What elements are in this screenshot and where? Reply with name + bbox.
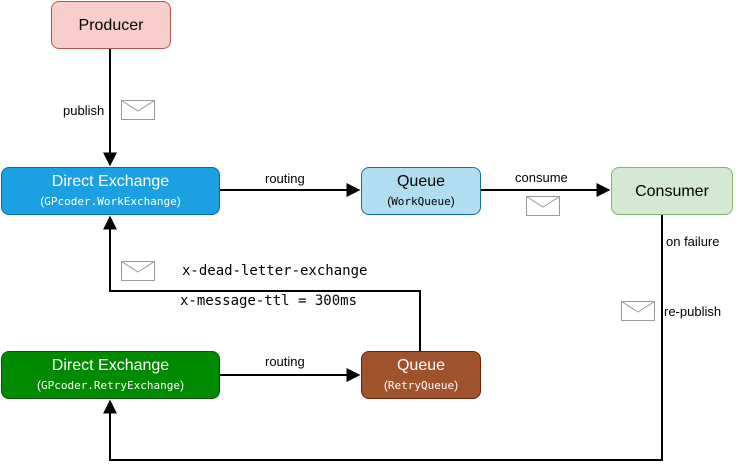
work-exchange-subtitle: (GPcoder.WorkExchange): [40, 193, 180, 210]
producer-node[interactable]: Producer: [51, 1, 171, 49]
dead-letter-label: x-dead-letter-exchange: [182, 263, 368, 279]
retry-queue-paren-open: (: [383, 378, 388, 392]
retry-exchange-subtitle: (GPcoder.RetryExchange): [37, 377, 184, 394]
routing-bottom-label: routing: [265, 354, 305, 369]
edge-dead-letter: [103, 215, 421, 351]
ttl-label: x-message-ttl = 300ms: [180, 293, 358, 309]
work-exchange-title: Direct Exchange: [51, 173, 170, 190]
envelope-icon: [526, 196, 560, 216]
retry-queue-code: RetryQueue: [387, 379, 455, 392]
producer-title: Producer: [78, 16, 144, 34]
work-queue-paren-open: (: [387, 194, 392, 208]
work-exchange-code: GPcoder.WorkExchange: [44, 195, 177, 208]
retry-exchange-title: Direct Exchange: [51, 357, 170, 374]
work-queue-title: Queue: [396, 173, 446, 190]
work-exchange-node[interactable]: Direct Exchange (GPcoder.WorkExchange): [1, 167, 220, 215]
retry-exchange-paren-open: (: [36, 378, 41, 392]
work-queue-node[interactable]: Queue (WorkQueue): [361, 167, 481, 215]
re-publish-label: re-publish: [664, 304, 722, 319]
retry-queue-paren-close: ): [454, 378, 459, 392]
retry-queue-node[interactable]: Queue (RetryQueue): [361, 351, 481, 399]
retry-queue-title: Queue: [396, 357, 446, 374]
work-exchange-paren-open: (: [40, 194, 45, 208]
envelope-icon: [121, 261, 155, 281]
consumer-node[interactable]: Consumer: [611, 167, 733, 215]
consumer-title: Consumer: [635, 182, 709, 200]
envelope-icon: [621, 301, 655, 321]
publish-label: publish: [63, 103, 105, 118]
envelope-icon: [121, 100, 155, 120]
retry-exchange-code: GPcoder.RetryExchange: [40, 379, 181, 392]
retry-exchange-node[interactable]: Direct Exchange (GPcoder.RetryExchange): [1, 351, 220, 399]
work-queue-code: WorkQueue: [391, 195, 451, 208]
retry-queue-subtitle: (RetryQueue): [384, 377, 458, 394]
edge-re-publish: [103, 215, 663, 461]
on-failure-label: on failure: [666, 234, 720, 249]
work-queue-subtitle: (WorkQueue): [387, 193, 455, 210]
routing-top-label: routing: [265, 171, 305, 186]
work-queue-paren-close: ): [450, 194, 455, 208]
consume-label: consume: [515, 170, 568, 185]
work-exchange-paren-close: ): [176, 194, 181, 208]
retry-exchange-paren-close: ): [180, 378, 185, 392]
